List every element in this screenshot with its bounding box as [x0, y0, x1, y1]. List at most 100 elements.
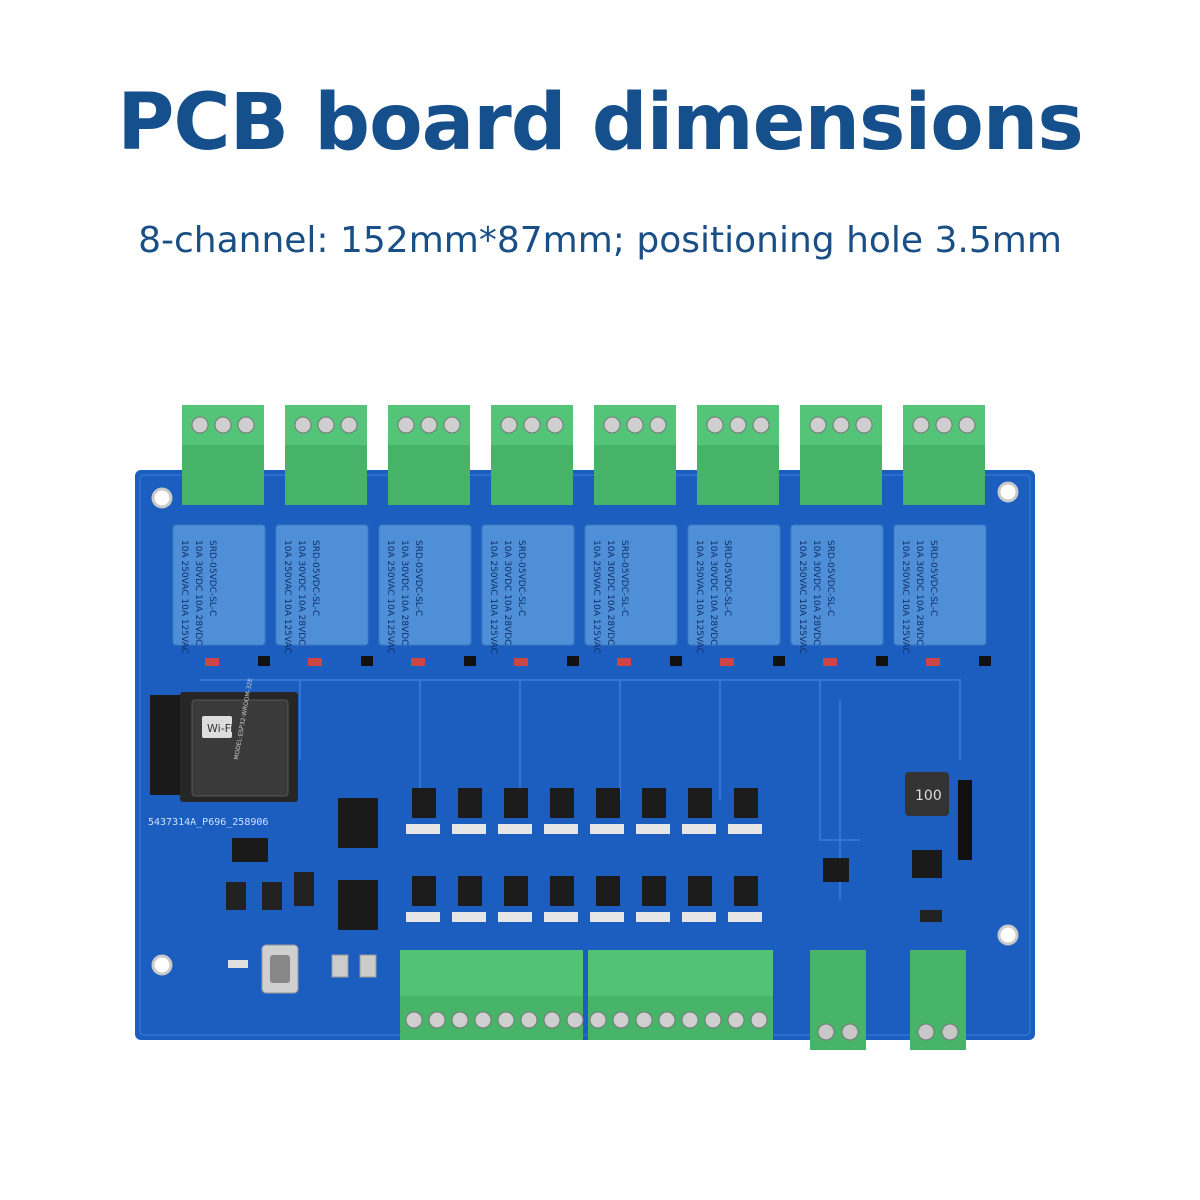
- relay-rating-text: 10A 30VDC 10A 28VDC: [193, 540, 203, 645]
- screw-icon: [191, 416, 209, 434]
- optocoupler: [642, 876, 666, 906]
- ic-chip: [338, 880, 378, 930]
- transistor: [258, 656, 270, 666]
- screw-icon: [317, 416, 335, 434]
- relay-rating-text: SRD-05VDC-SL-C: [413, 540, 423, 616]
- relay-rating-text: 10A 30VDC 10A 28VDC: [914, 540, 924, 645]
- relay-rating-text: 10A 250VAC 10A 125VAC: [179, 540, 189, 654]
- relay-rating-text: 10A 30VDC 10A 28VDC: [399, 540, 409, 645]
- screw-icon: [832, 416, 850, 434]
- screw-icon: [405, 1011, 423, 1029]
- smd-component: [294, 872, 314, 906]
- screw-icon: [626, 416, 644, 434]
- status-led: [205, 658, 219, 666]
- silkscreen-serial: 5437314A_P696_258906: [148, 817, 268, 828]
- status-led: [617, 658, 631, 666]
- optocoupler: [458, 788, 482, 818]
- relay-channel: 10A 250VAC 10A 125VAC 10A 30VDC 10A 28VDC…: [687, 405, 785, 666]
- transistor: [773, 656, 785, 666]
- resistor: [498, 824, 532, 834]
- relay-rating-text: 10A 30VDC 10A 28VDC: [296, 540, 306, 645]
- resistor: [406, 824, 440, 834]
- boot-button: [331, 954, 349, 978]
- optocoupler: [642, 788, 666, 818]
- resistor: [590, 912, 624, 922]
- relay-rating-text: SRD-05VDC-SL-C: [928, 540, 938, 616]
- transistor: [567, 656, 579, 666]
- optocoupler: [504, 788, 528, 818]
- optocoupler: [688, 788, 712, 818]
- optocoupler: [596, 876, 620, 906]
- screw-icon: [727, 1011, 745, 1029]
- transistor: [464, 656, 476, 666]
- relay-channel: 10A 250VAC 10A 125VAC 10A 30VDC 10A 28VDC…: [275, 405, 373, 666]
- reset-button: [359, 954, 377, 978]
- optocoupler: [504, 876, 528, 906]
- pcb-traces: [200, 679, 961, 900]
- screw-icon: [681, 1011, 699, 1029]
- relay: [172, 524, 266, 646]
- screw-icon: [237, 416, 255, 434]
- screw-icon: [566, 1011, 584, 1029]
- screw-icon: [649, 416, 667, 434]
- screw-icon: [706, 416, 724, 434]
- resistor: [636, 912, 670, 922]
- relay: [687, 524, 781, 646]
- mounting-hole: [997, 924, 1019, 946]
- optocoupler: [412, 788, 436, 818]
- relay-rating-text: 10A 250VAC 10A 125VAC: [385, 540, 395, 654]
- mounting-hole: [151, 487, 173, 509]
- smd-component: [226, 882, 246, 910]
- smd-component: [920, 910, 942, 922]
- relay-rating-text: SRD-05VDC-SL-C: [516, 540, 526, 616]
- ic-chip: [823, 858, 849, 882]
- screw-icon: [612, 1011, 630, 1029]
- inductor-marking: 100: [915, 788, 942, 804]
- screw-icon: [420, 416, 438, 434]
- screw-icon: [546, 416, 564, 434]
- optocoupler: [734, 788, 758, 818]
- relay-rating-text: 10A 250VAC 10A 125VAC: [694, 540, 704, 654]
- relay-rating-text: 10A 250VAC 10A 125VAC: [591, 540, 601, 654]
- relay-channel: 10A 250VAC 10A 125VAC 10A 30VDC 10A 28VDC…: [172, 405, 270, 666]
- status-led: [720, 658, 734, 666]
- optocoupler: [412, 876, 436, 906]
- status-led: [308, 658, 322, 666]
- relay: [790, 524, 884, 646]
- screw-icon: [523, 416, 541, 434]
- screw-icon: [729, 416, 747, 434]
- optocoupler: [734, 876, 758, 906]
- resistor: [728, 824, 762, 834]
- module-label: Wi-Fi: [207, 722, 233, 735]
- screw-icon: [635, 1011, 653, 1029]
- screw-icon: [214, 416, 232, 434]
- screw-icon: [855, 416, 873, 434]
- screw-icon: [500, 416, 518, 434]
- relay-rating-text: 10A 30VDC 10A 28VDC: [708, 540, 718, 645]
- status-led: [514, 658, 528, 666]
- resistor: [544, 912, 578, 922]
- screw-icon: [543, 1011, 561, 1029]
- optocoupler: [550, 876, 574, 906]
- mounting-hole: [997, 481, 1019, 503]
- screw-icon: [397, 416, 415, 434]
- screw-icon: [704, 1011, 722, 1029]
- screw-icon: [750, 1011, 768, 1029]
- resistor: [452, 824, 486, 834]
- screw-icon: [443, 416, 461, 434]
- relay-rating-text: 10A 250VAC 10A 125VAC: [797, 540, 807, 654]
- screw-icon: [340, 416, 358, 434]
- screw-icon: [958, 416, 976, 434]
- ic-chip: [338, 798, 378, 848]
- relay-rating-text: 10A 30VDC 10A 28VDC: [502, 540, 512, 645]
- optocoupler: [688, 876, 712, 906]
- relay: [275, 524, 369, 646]
- relay-rating-text: 10A 250VAC 10A 125VAC: [282, 540, 292, 654]
- resistor: [498, 912, 532, 922]
- page-title: PCB board dimensions: [117, 78, 1084, 168]
- relay-rating-text: SRD-05VDC-SL-C: [207, 540, 217, 616]
- ic-chip: [912, 850, 942, 878]
- screw-icon: [451, 1011, 469, 1029]
